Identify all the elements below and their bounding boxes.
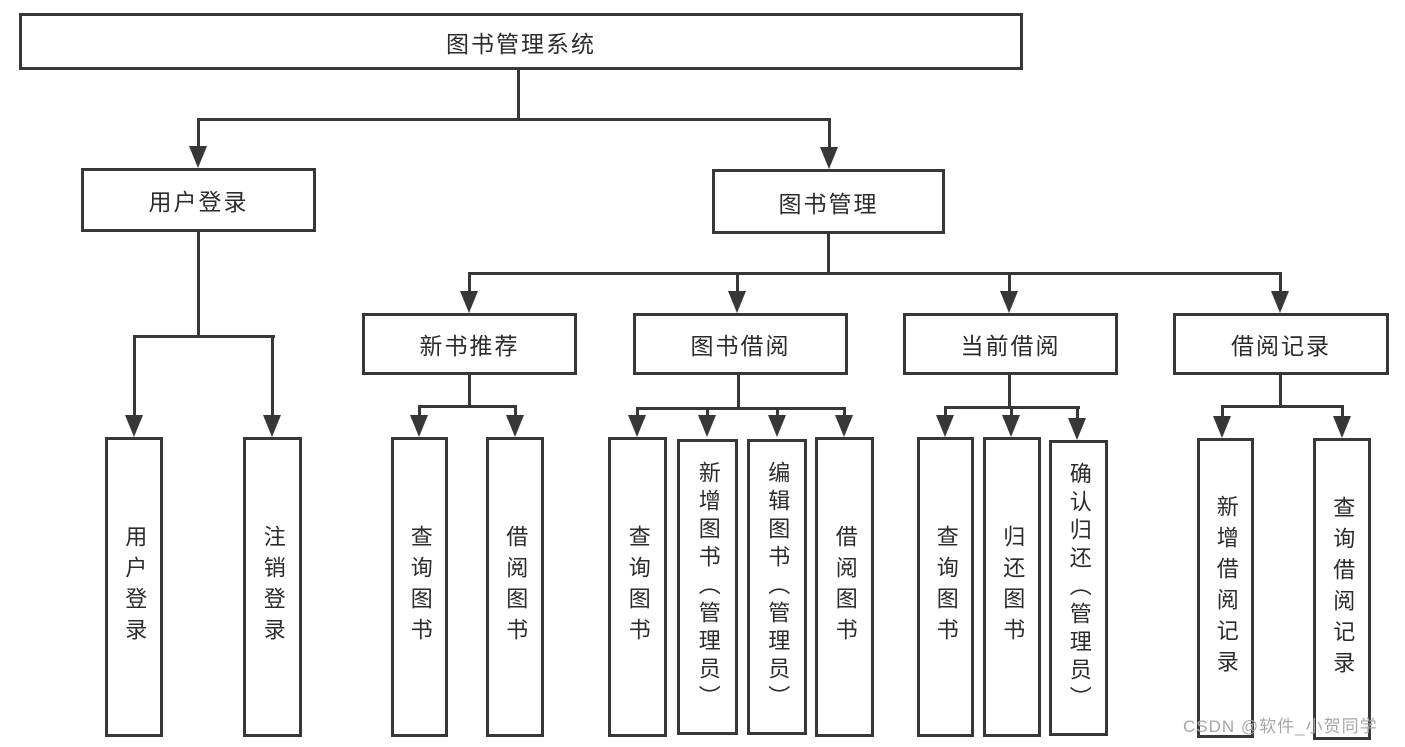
connector-book-borrow-stem: [736, 272, 739, 292]
leaf-label: 查询图书: [625, 525, 651, 649]
leaf-nb-query-books: 查询图书: [391, 437, 448, 737]
leaf-label: 新增借阅记录: [1213, 495, 1239, 681]
leaf-label: 新增图书（管理员）: [695, 461, 721, 713]
leaf-br-add-borrow-record: 新增借阅记录: [1197, 438, 1254, 738]
connector-book-management-down: [827, 234, 830, 272]
leaf-label: 用户登录: [122, 525, 148, 649]
connector-cb-confirm-stem: [1076, 406, 1079, 418]
leaf-cb-confirm-return-admin: 确认归还（管理员）: [1049, 440, 1108, 736]
connector-level1-horizontal: [197, 118, 831, 121]
connector-user-login-stem: [197, 118, 200, 148]
leaf-nb-borrow-books: 借阅图书: [486, 437, 544, 737]
arrow-to-new-book-recommend: [460, 291, 478, 313]
arrow-to-bb-add-books: [698, 415, 716, 437]
node-library-management-system: 图书管理系统: [19, 13, 1023, 70]
arrow-to-book-borrow: [728, 291, 746, 313]
connector-book-borrow-horizontal: [636, 407, 846, 410]
leaf-bb-query-books: 查询图书: [608, 437, 667, 737]
leaf-label: 借阅图书: [832, 525, 858, 649]
arrow-to-leaf-user-login: [125, 415, 143, 437]
leaf-user-login: 用户登录: [105, 437, 163, 737]
connector-nb-borrow-stem: [514, 405, 517, 417]
connector-user-login-down: [197, 232, 200, 335]
arrow-to-leaf-logout: [263, 415, 281, 437]
connector-current-borrow-stem: [1008, 272, 1011, 292]
node-label: 新书推荐: [419, 333, 520, 359]
node-label: 图书管理: [778, 190, 879, 217]
node-label: 图书借阅: [690, 333, 791, 359]
leaf-cb-return-books: 归还图书: [983, 437, 1041, 737]
connector-new-book-down: [468, 375, 471, 405]
arrow-to-nb-borrow-books: [506, 415, 524, 437]
connector-cb-return-stem: [1010, 406, 1013, 416]
leaf-bb-edit-books-admin: 编辑图书（管理员）: [747, 439, 807, 735]
connector-root-stem: [517, 70, 520, 118]
arrow-to-cb-return-books: [1002, 415, 1020, 437]
connector-user-login-horizontal: [133, 335, 275, 338]
arrow-to-br-query-record: [1333, 416, 1351, 438]
arrow-to-nb-query-books: [410, 415, 428, 437]
connector-leaf-user-login-stem: [133, 335, 136, 415]
leaf-label: 查询借阅记录: [1330, 496, 1356, 682]
arrow-to-user-login: [189, 146, 207, 168]
node-label: 用户登录: [148, 189, 249, 215]
node-label: 借阅记录: [1231, 333, 1331, 359]
leaf-bb-add-books-admin: 新增图书（管理员）: [677, 439, 738, 735]
connector-borrow-records-down: [1279, 375, 1282, 405]
arrow-to-br-add-record: [1213, 416, 1231, 438]
node-borrow-records: 借阅记录: [1173, 313, 1389, 375]
leaf-label: 编辑图书（管理员）: [765, 461, 791, 713]
leaf-label: 查询图书: [933, 525, 959, 649]
leaf-bb-borrow-books: 借阅图书: [815, 437, 874, 737]
connector-bb-edit-stem: [776, 407, 779, 417]
arrow-to-book-management: [820, 147, 838, 169]
connector-new-book-stem: [468, 272, 471, 292]
leaf-cb-query-books: 查询图书: [917, 437, 974, 737]
node-book-management: 图书管理: [712, 169, 945, 234]
arrow-to-borrow-records: [1271, 291, 1289, 313]
leaf-label: 借阅图书: [503, 525, 529, 649]
connector-br-query-stem: [1341, 405, 1344, 417]
arrow-to-bb-edit-books: [768, 415, 786, 437]
leaf-logout: 注销登录: [243, 437, 302, 737]
connector-book-management-stem: [828, 118, 831, 149]
leaf-label: 查询图书: [407, 525, 433, 649]
leaf-label: 归还图书: [1000, 525, 1026, 649]
leaf-br-query-borrow-record: 查询借阅记录: [1313, 438, 1371, 740]
arrow-to-cb-query-books: [936, 415, 954, 437]
leaf-label: 确认归还（管理员）: [1066, 462, 1092, 714]
connector-cb-query-stem: [944, 406, 947, 416]
connector-bb-query-stem: [636, 407, 639, 417]
connector-borrow-records-horizontal: [1221, 405, 1344, 408]
node-current-borrow: 当前借阅: [903, 313, 1118, 375]
connector-br-add-stem: [1221, 405, 1224, 417]
connector-current-borrow-down: [1008, 375, 1011, 406]
arrow-to-cb-confirm-return: [1068, 418, 1086, 440]
connector-borrow-records-stem: [1279, 272, 1282, 292]
connector-leaf-logout-stem: [271, 335, 274, 415]
connector-new-book-horizontal: [418, 405, 517, 408]
node-label: 当前借阅: [960, 333, 1061, 359]
connector-level2-horizontal: [468, 272, 1282, 275]
connector-bb-borrow-stem: [843, 407, 846, 417]
node-label: 图书管理系统: [446, 30, 596, 57]
connector-book-borrow-down: [737, 375, 740, 407]
node-user-login: 用户登录: [81, 168, 316, 232]
connector-nb-query-stem: [418, 405, 421, 417]
connector-bb-add-stem: [706, 407, 709, 417]
node-book-borrow: 图书借阅: [633, 313, 848, 375]
leaf-label: 注销登录: [260, 525, 286, 649]
node-new-book-recommend: 新书推荐: [362, 313, 577, 375]
arrow-to-bb-query-books: [628, 415, 646, 437]
arrow-to-bb-borrow-books: [835, 415, 853, 437]
arrow-to-current-borrow: [1000, 291, 1018, 313]
